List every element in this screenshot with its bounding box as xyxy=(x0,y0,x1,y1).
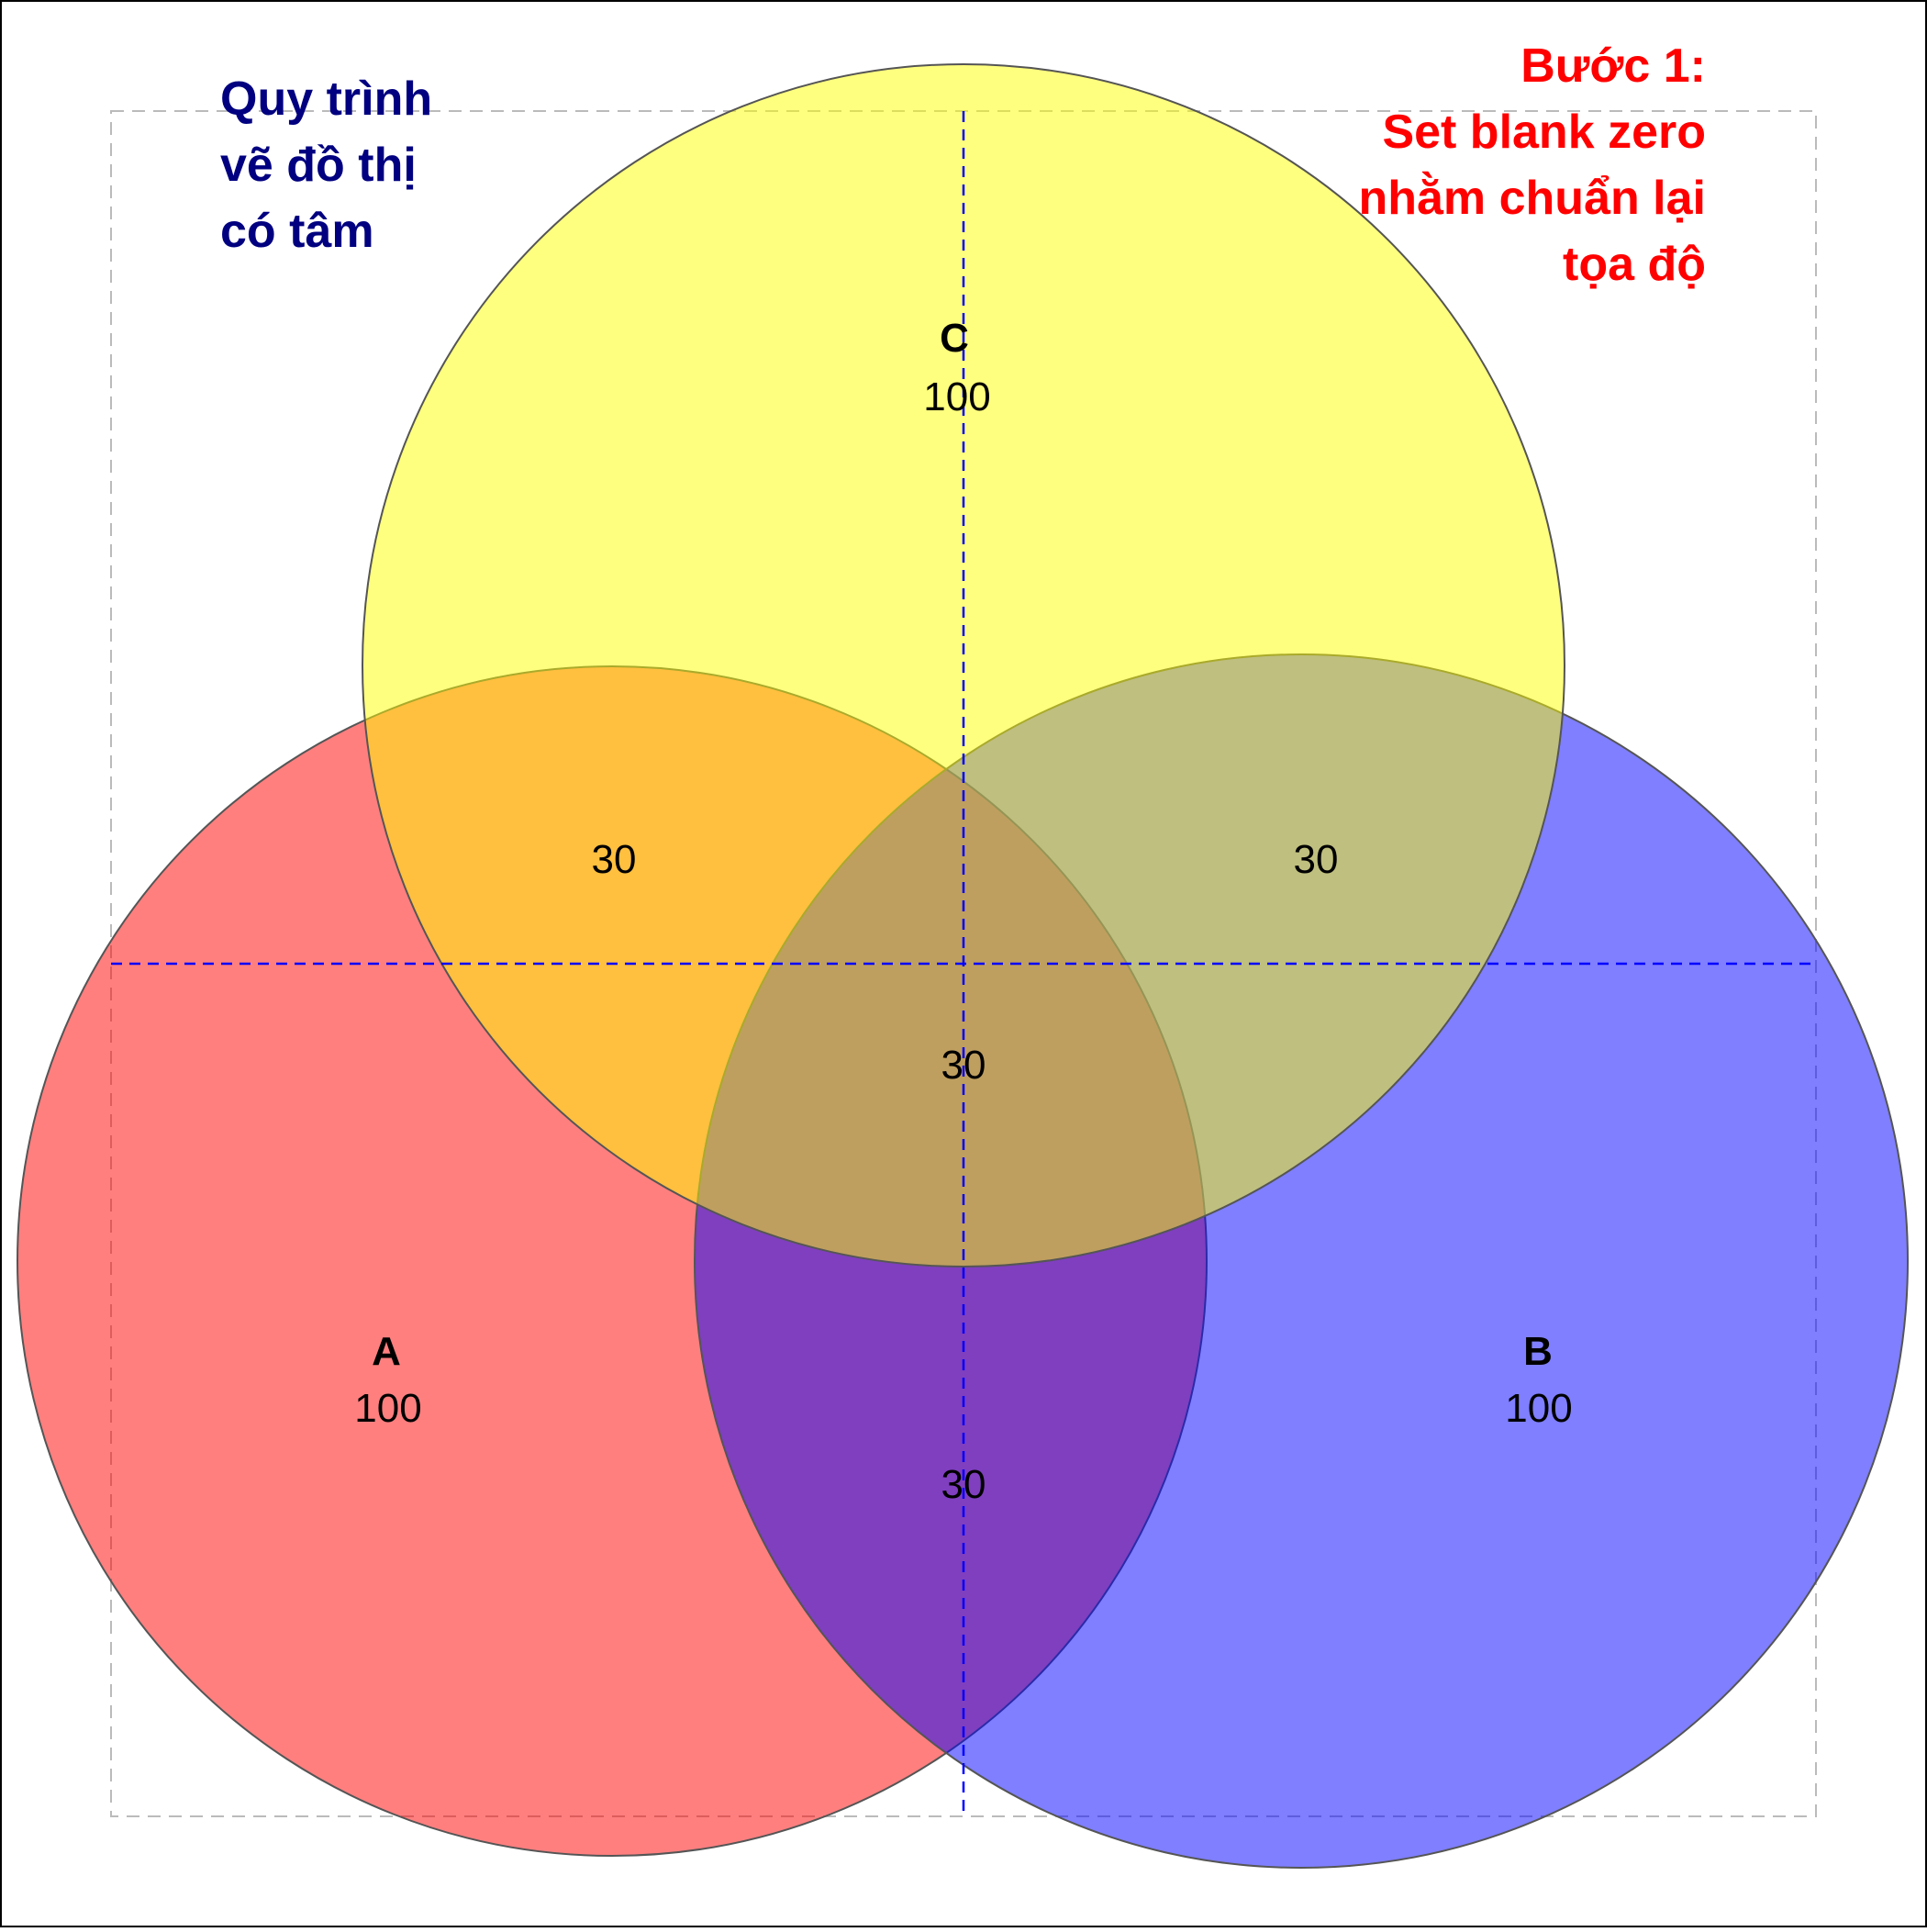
intersection-value-abc: 30 xyxy=(941,1043,986,1088)
set-value-b: 100 xyxy=(1505,1386,1572,1431)
step-note: Bước 1: Set blank zero nhằm chuẩn lại tọ… xyxy=(1358,33,1706,297)
step-note-line: nhằm chuẩn lại xyxy=(1358,172,1706,225)
process-title-note: Quy trình vẽ đồ thị có tâm xyxy=(220,66,432,264)
step-note-line: tọa độ xyxy=(1563,238,1706,291)
set-label-b: B xyxy=(1523,1329,1553,1374)
set-value-c: 100 xyxy=(923,374,990,419)
intersection-value-bc: 30 xyxy=(1294,837,1339,882)
set-label-c: C xyxy=(940,316,969,361)
intersection-value-ab: 30 xyxy=(941,1462,986,1507)
process-title-line: có tâm xyxy=(220,205,374,258)
intersection-value-ac: 30 xyxy=(592,837,637,882)
set-label-a: A xyxy=(372,1329,401,1374)
process-title-line: Quy trình xyxy=(220,73,433,126)
set-value-a: 100 xyxy=(354,1386,421,1431)
process-title-line: vẽ đồ thị xyxy=(220,139,417,192)
step-note-line: Bước 1: xyxy=(1520,39,1706,93)
step-note-line: Set blank zero xyxy=(1382,106,1706,159)
